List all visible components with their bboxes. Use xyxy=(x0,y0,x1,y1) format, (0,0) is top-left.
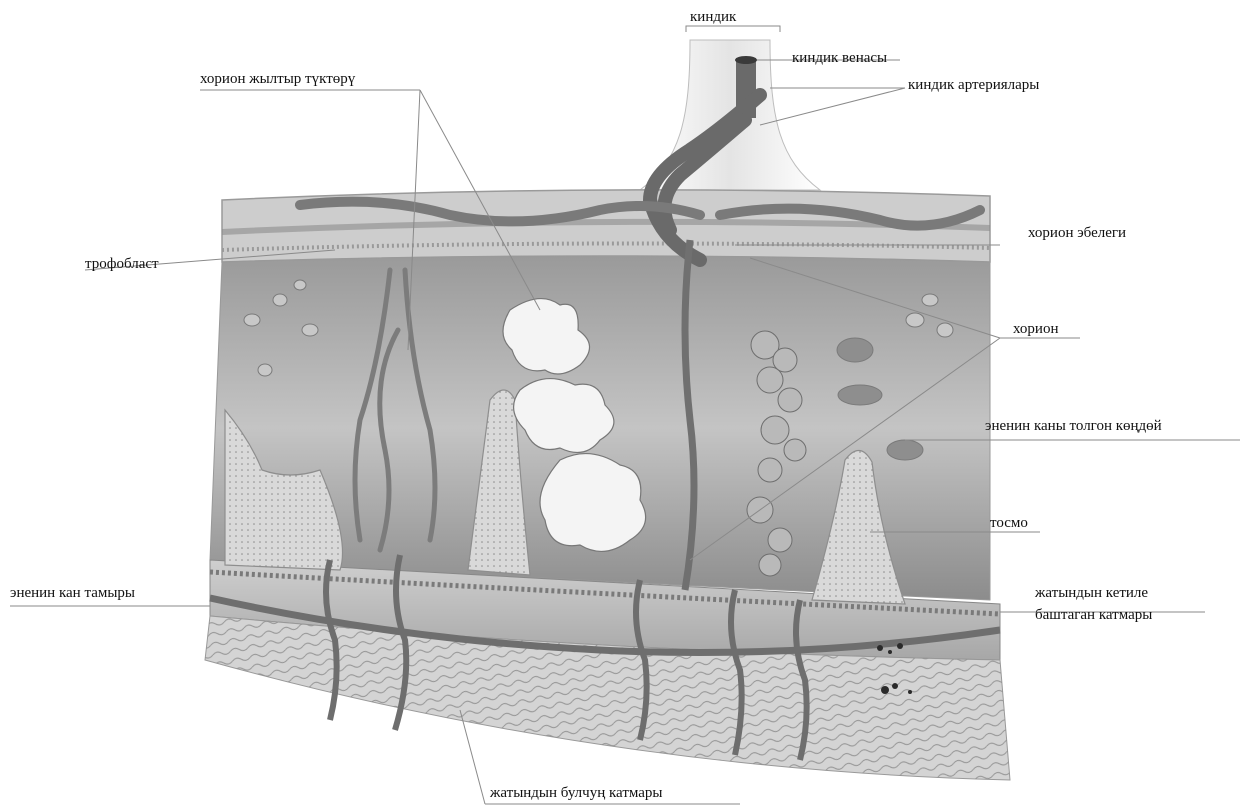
label-umbilical-vein: киндик венасы xyxy=(792,49,887,67)
label-chorionic-plate: хорион эбелеги xyxy=(1028,224,1126,242)
label-myometrium: жатындын булчуң катмары xyxy=(490,784,663,802)
label-intervillous-space: эненин каны толгон көңдөй xyxy=(985,417,1162,435)
label-umbilical-cord: киндик xyxy=(690,8,736,26)
label-trophoblast: трофобласт xyxy=(85,255,159,273)
label-septum: тосмо xyxy=(990,514,1028,532)
label-decidua-line2: баштаган катмары xyxy=(1035,606,1152,624)
label-chorion: хорион xyxy=(1013,320,1058,338)
label-decidua-line1: жатындын кетиле xyxy=(1035,584,1148,602)
label-chorion-villi: хорион жылтыр түктөрү xyxy=(200,70,355,88)
label-maternal-vessel: эненин кан тамыры xyxy=(10,584,135,602)
label-umbilical-arteries: киндик артериялары xyxy=(908,76,1039,94)
